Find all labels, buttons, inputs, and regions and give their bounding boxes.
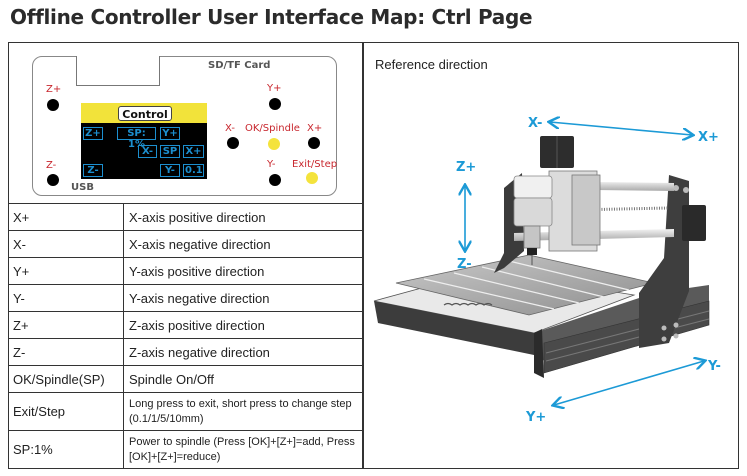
- column-divider: [362, 42, 364, 469]
- table-row: Z-Z-axis negative direction: [8, 338, 362, 366]
- machine-spindle: [513, 136, 601, 265]
- table-row: OK/Spindle(SP)Spindle On/Off: [8, 365, 362, 393]
- table-cell-key: Exit/Step: [8, 392, 124, 431]
- table-cell-key: Z-: [8, 338, 124, 366]
- z-plus-button[interactable]: [47, 99, 59, 111]
- sd-card-label: SD/TF Card: [208, 60, 271, 71]
- table-cell-description: X-axis negative direction: [123, 230, 362, 258]
- reference-direction-panel: Reference direction: [364, 43, 738, 468]
- y-minus-label: Y-: [267, 159, 276, 170]
- controller-panel-area: SD/TF Card USB Z+ Z- Control Z+ SP: 1% Y…: [8, 42, 362, 204]
- sd-card-slot: [76, 56, 160, 86]
- left-column: SD/TF Card USB Z+ Z- Control Z+ SP: 1% Y…: [8, 42, 362, 469]
- table-cell-description: Z-axis positive direction: [123, 311, 362, 339]
- table-cell-key: X-: [8, 230, 124, 258]
- lcd-key-y-minus: Y-: [160, 164, 180, 177]
- table-cell-key: Y+: [8, 257, 124, 285]
- cnc-machine-illustration: X- X+ Z+ Z- Y- Y+: [373, 43, 721, 425]
- table-cell-description: Long press to exit, short press to chang…: [123, 392, 362, 431]
- lcd-key-sp-power: SP: 1%: [117, 127, 156, 150]
- table-cell-description: Y-axis positive direction: [123, 257, 362, 285]
- table-cell-description: Spindle On/Off: [123, 365, 362, 393]
- exit-step-label: Exit/Step: [292, 159, 338, 170]
- ok-spindle-button[interactable]: [268, 138, 280, 150]
- x-minus-label: X-: [225, 123, 235, 134]
- y-plus-axis-label: Y+: [525, 410, 546, 425]
- table-row: Z+Z-axis positive direction: [8, 311, 362, 339]
- y-plus-button[interactable]: [269, 98, 281, 110]
- lcd-key-x-plus: X+: [183, 145, 204, 158]
- table-cell-description: Z-axis negative direction: [123, 338, 362, 366]
- x-minus-button[interactable]: [227, 137, 239, 149]
- table-row: X-X-axis negative direction: [8, 230, 362, 258]
- table-cell-key: OK/Spindle(SP): [8, 365, 124, 393]
- table-row: X+X-axis positive direction: [8, 204, 362, 231]
- reference-title: Reference direction: [375, 57, 488, 72]
- lcd-key-step: 0.1: [183, 164, 204, 177]
- controller-board: SD/TF Card USB Z+ Z- Control Z+ SP: 1% Y…: [32, 56, 337, 196]
- usb-label: USB: [71, 182, 94, 193]
- lcd-key-z-minus: Z-: [83, 164, 103, 177]
- table-cell-key: Y-: [8, 284, 124, 312]
- table-cell-description: X-axis positive direction: [123, 204, 362, 231]
- table-cell-description: Y-axis negative direction: [123, 284, 362, 312]
- x-plus-axis-label: X+: [698, 130, 719, 145]
- y-minus-button[interactable]: [269, 174, 281, 186]
- table-row: Y+Y-axis positive direction: [8, 257, 362, 285]
- x-axis-arrow: [550, 122, 692, 135]
- lcd-key-sp: SP: [160, 145, 180, 158]
- y-plus-label: Y+: [267, 83, 282, 94]
- lcd-key-x-minus: X-: [138, 145, 157, 158]
- z-plus-label: Z+: [46, 84, 62, 95]
- y-axis-arrow: [554, 361, 704, 405]
- exit-step-button[interactable]: [306, 172, 318, 184]
- page-title: Offline Controller User Interface Map: C…: [10, 5, 533, 29]
- lcd-header-control: Control: [118, 106, 172, 121]
- lcd-screen: Control Z+ SP: 1% Y+ X- SP X+ Z- Y- 0.1: [81, 103, 207, 179]
- table-cell-key: X+: [8, 204, 124, 231]
- z-minus-button[interactable]: [47, 174, 59, 186]
- x-minus-axis-label: X-: [528, 116, 542, 131]
- y-minus-axis-label: Y-: [707, 359, 721, 374]
- lcd-key-y-plus: Y+: [160, 127, 180, 140]
- lcd-key-z-plus: Z+: [83, 127, 103, 140]
- table-row: SP:1%Power to spindle (Press [OK]+[Z+]=a…: [8, 430, 362, 469]
- ok-spindle-label: OK/Spindle: [245, 123, 300, 134]
- z-minus-label: Z-: [46, 160, 57, 171]
- table-row: Y-Y-axis negative direction: [8, 284, 362, 312]
- lcd-header-bar: Control: [81, 103, 207, 123]
- table-cell-key: SP:1%: [8, 430, 124, 469]
- table-cell-description: Power to spindle (Press [OK]+[Z+]=add, P…: [123, 430, 362, 469]
- z-minus-axis-label: Z-: [457, 257, 472, 272]
- x-plus-button[interactable]: [308, 137, 320, 149]
- x-plus-label: X+: [307, 123, 323, 134]
- z-plus-axis-label: Z+: [456, 160, 476, 175]
- table-cell-key: Z+: [8, 311, 124, 339]
